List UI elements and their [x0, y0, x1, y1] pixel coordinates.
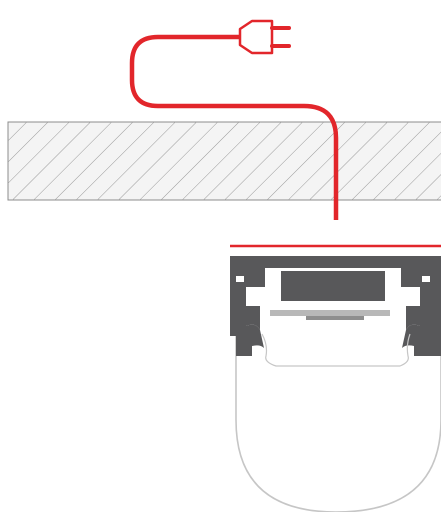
plug-icon [238, 19, 291, 55]
left-side-slot [236, 276, 244, 282]
wall-hatch-pattern [8, 122, 441, 200]
mounting-surface [7, 121, 441, 201]
power-cable [129, 19, 339, 220]
diffuser-dome [235, 320, 441, 512]
led-pcb [270, 310, 390, 316]
upper-channel [279, 269, 387, 303]
diffuser-inner-lens [261, 333, 411, 367]
left-lower-wall [230, 324, 264, 356]
plug-body [238, 19, 274, 55]
right-notch [399, 268, 420, 289]
right-lower-wall [402, 324, 441, 356]
led-strip [270, 310, 390, 320]
cable-wire [129, 34, 339, 220]
led-chip [306, 316, 364, 320]
left-notch [246, 268, 267, 289]
aluminium-profile [230, 256, 441, 512]
right-side-slot [422, 276, 430, 282]
profile-body [230, 256, 441, 336]
